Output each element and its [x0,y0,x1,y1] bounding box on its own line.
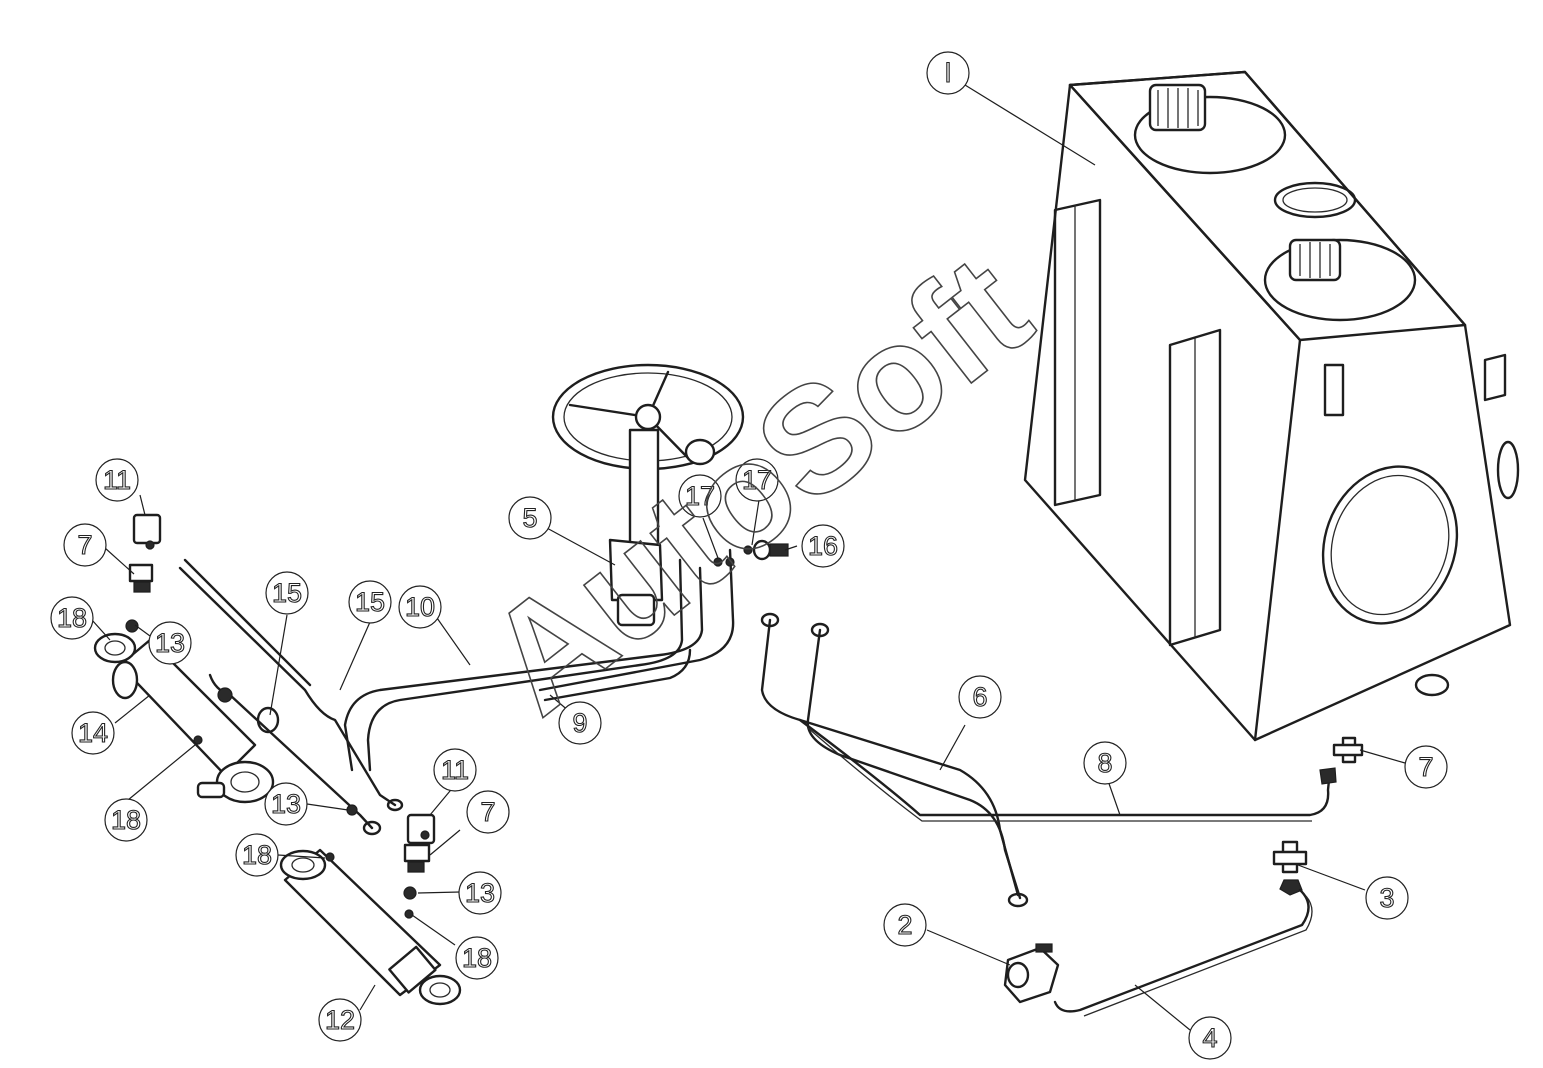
watermark: AutoSoft [456,223,1058,745]
svg-text:5: 5 [522,503,537,533]
callout-1: l [926,51,970,95]
pipe-9-10 [343,548,735,772]
tee-fitting [1272,840,1308,896]
svg-text:3: 3 [1379,883,1394,913]
cylinder-12 [279,848,462,1006]
svg-text:18: 18 [57,603,87,633]
callout-6: 6 [958,675,1002,719]
callout-7-lower: 7 [466,790,510,834]
svg-text:11: 11 [103,465,131,495]
svg-text:11: 11 [441,755,469,785]
svg-text:2: 2 [897,910,912,940]
callout-3: 3 [1365,876,1409,920]
callout-17-right: 17 [735,458,779,502]
breather-cap-icon [1288,238,1342,282]
svg-text:18: 18 [111,805,141,835]
valve-block [1003,943,1060,1004]
seal-washers [713,539,789,567]
callout-18-middle: 18 [235,833,279,877]
svg-text:13: 13 [271,789,301,819]
cylinder-14 [93,632,275,804]
svg-text:7: 7 [1418,752,1433,782]
callout-2: 2 [883,903,927,947]
fitting-7-right [1319,736,1364,785]
callout-16: 16 [801,524,845,568]
o-rings [125,619,417,919]
callouts: l 2 3 4 5 6 7 7 7 8 9 10 11 11 12 13 13 … [50,51,1448,1060]
svg-text:14: 14 [78,718,108,748]
callout-13-middle: 13 [264,782,308,826]
svg-text:7: 7 [480,797,495,827]
svg-text:16: 16 [808,531,838,561]
pipe-8 [798,718,1332,822]
svg-text:7: 7 [77,530,92,560]
fitting-7-lower [403,843,431,873]
svg-text:15: 15 [355,587,385,617]
svg-text:10: 10 [405,592,435,622]
breather-cap-icon [1148,83,1207,132]
callout-17-left: 17 [678,474,722,518]
callout-13-upper: 13 [148,621,192,665]
svg-text:18: 18 [242,840,272,870]
callout-4: 4 [1188,1016,1232,1060]
callout-18-lower: 18 [455,936,499,980]
svg-text:18: 18 [462,943,492,973]
svg-text:l: l [945,58,951,88]
pipe-6 [760,612,1029,908]
svg-text:9: 9 [572,708,587,738]
callout-13-lower: 13 [458,871,502,915]
pipe-4 [1053,888,1313,1017]
steering-unit [551,363,745,627]
svg-text:15: 15 [272,578,302,608]
svg-text:13: 13 [465,878,495,908]
fitting-11-lower [406,813,436,845]
callout-15-left: 15 [265,571,309,615]
svg-text:8: 8 [1097,748,1112,778]
fitting-11-upper [132,513,162,550]
svg-text:4: 4 [1202,1023,1217,1053]
callout-18-left: 18 [104,798,148,842]
hydraulic-tank [1023,70,1520,742]
callout-8: 8 [1083,741,1127,785]
svg-text:12: 12 [325,1005,355,1035]
callout-5: 5 [508,496,552,540]
svg-text:17: 17 [742,465,772,495]
svg-text:6: 6 [972,682,987,712]
svg-text:13: 13 [155,628,185,658]
callout-14: 14 [71,711,115,755]
callout-18-upper: 18 [50,596,94,640]
callout-11-upper: 11 [95,458,139,502]
callout-15-right: 15 [348,580,392,624]
callout-7-upper: 7 [63,523,107,567]
fitting-7-upper [128,563,154,593]
callout-11-lower: 11 [433,748,477,792]
callout-7-right: 7 [1404,745,1448,789]
callout-9: 9 [558,701,602,745]
callout-12: 12 [318,998,362,1042]
callout-10: 10 [398,585,442,629]
svg-text:17: 17 [685,481,715,511]
